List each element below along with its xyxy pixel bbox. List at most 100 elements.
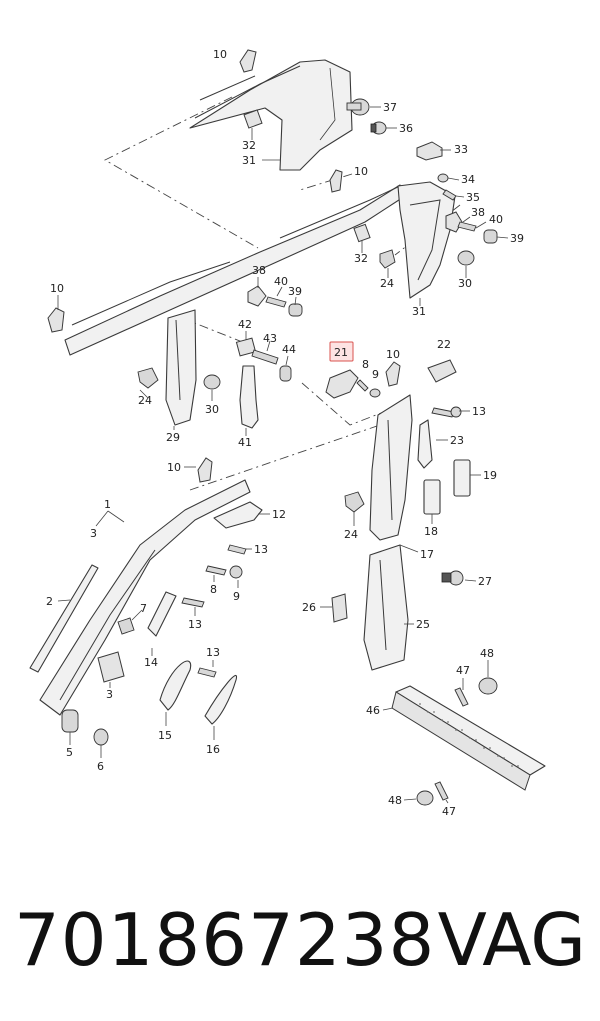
screw-8-upper bbox=[356, 379, 369, 392]
washer-6 bbox=[93, 728, 109, 746]
part-number: 701867238 bbox=[14, 898, 436, 982]
callout-9-upper: 9 bbox=[372, 368, 379, 381]
callout-13-bottom: 13 bbox=[206, 646, 220, 659]
callout-37: 37 bbox=[383, 101, 397, 114]
clip-7 bbox=[117, 617, 135, 635]
callout-7: 7 bbox=[140, 602, 147, 615]
clip-27 bbox=[441, 570, 464, 586]
callout-24-left: 24 bbox=[138, 394, 152, 407]
trim-end-22 bbox=[427, 359, 457, 383]
callout-15: 15 bbox=[158, 729, 172, 742]
clip-48-upper bbox=[478, 677, 498, 695]
belt-cover-41 bbox=[239, 365, 259, 429]
screw-8-lower bbox=[205, 565, 227, 576]
trim-clip-37 bbox=[346, 98, 370, 116]
bracket-21 bbox=[325, 369, 359, 399]
callout-21: 21 bbox=[334, 346, 348, 359]
grab-handle-15 bbox=[159, 660, 192, 711]
cap-30-upper bbox=[457, 250, 475, 266]
callout-48-lower: 48 bbox=[388, 794, 402, 807]
callout-47-lower: 47 bbox=[442, 805, 456, 818]
screw-13-bottom bbox=[197, 667, 217, 678]
clip-9-lower bbox=[229, 565, 243, 579]
b-pillar-bottom-trim bbox=[363, 544, 409, 671]
callout-19: 19 bbox=[483, 469, 497, 482]
bolt-43 bbox=[251, 349, 279, 365]
callout-18: 18 bbox=[424, 525, 438, 538]
callout-35: 35 bbox=[466, 191, 480, 204]
clip-34 bbox=[437, 173, 449, 183]
callout-13-a-pillar: 13 bbox=[254, 543, 268, 556]
callout-39-upper: 39 bbox=[510, 232, 524, 245]
callout-25: 25 bbox=[416, 618, 430, 631]
cap-38-left bbox=[247, 285, 267, 307]
callout-38-upper: 38 bbox=[471, 206, 485, 219]
callout-13-lower: 13 bbox=[188, 618, 202, 631]
clip-10-c-pillar bbox=[329, 169, 343, 193]
callout-3-lower: 3 bbox=[106, 688, 113, 701]
callout-1: 1 bbox=[104, 498, 111, 511]
screw-35 bbox=[442, 189, 457, 201]
cover-18 bbox=[423, 479, 441, 515]
callout-17: 17 bbox=[420, 548, 434, 561]
callout-41: 41 bbox=[238, 436, 252, 449]
handle-14 bbox=[147, 591, 177, 637]
clip-48-lower bbox=[416, 790, 434, 806]
callout-2: 2 bbox=[46, 595, 53, 608]
callout-43: 43 bbox=[263, 332, 277, 345]
highlight-box-21 bbox=[329, 341, 354, 362]
grab-handle-16 bbox=[204, 674, 238, 725]
callout-36: 36 bbox=[399, 122, 413, 135]
callout-30-left: 30 bbox=[205, 403, 219, 416]
clip-24-lower bbox=[344, 491, 365, 513]
callout-13-b-pillar: 13 bbox=[472, 405, 486, 418]
b-pillar-upper-trim bbox=[165, 309, 197, 426]
roof-rail-trim bbox=[64, 184, 403, 356]
cover-39-left bbox=[288, 303, 303, 317]
sill-trim-46 bbox=[391, 685, 546, 791]
callout-14: 14 bbox=[144, 656, 158, 669]
callout-30-upper: 30 bbox=[458, 277, 472, 290]
callout-10-top: 10 bbox=[213, 48, 227, 61]
grab-handle-23 bbox=[417, 419, 433, 469]
callout-32-lower: 32 bbox=[354, 252, 368, 265]
seal-strip-2 bbox=[29, 564, 99, 673]
callout-38-left: 38 bbox=[252, 264, 266, 277]
callout-47-upper: 47 bbox=[456, 664, 470, 677]
c-pillar-upper-trim bbox=[189, 59, 353, 171]
clip-10-mid bbox=[385, 361, 401, 387]
bracket-3 bbox=[97, 651, 125, 683]
cover-19 bbox=[453, 459, 471, 497]
callout-34: 34 bbox=[461, 173, 475, 186]
screw-40-upper bbox=[457, 221, 477, 232]
callout-44: 44 bbox=[282, 343, 296, 356]
callout-31-lower: 31 bbox=[412, 305, 426, 318]
callout-31-upper: 31 bbox=[242, 154, 256, 167]
callout-40-left: 40 bbox=[274, 275, 288, 288]
cap-44 bbox=[279, 365, 292, 382]
clip-26 bbox=[331, 593, 348, 623]
parts-diagram: 37 36 32 31 10 33 10 34 35 38 40 39 32 2… bbox=[29, 48, 546, 818]
clip-9-upper bbox=[369, 388, 381, 398]
callout-29: 29 bbox=[166, 431, 180, 444]
callout-22: 22 bbox=[437, 338, 451, 351]
b-pillar-lower-trim bbox=[369, 394, 413, 541]
callout-24-upper: 24 bbox=[380, 277, 394, 290]
leader-lines bbox=[57, 106, 509, 804]
callout-39-left: 39 bbox=[288, 285, 302, 298]
screw-47-upper bbox=[454, 687, 469, 707]
callout-24-lower: 24 bbox=[344, 528, 358, 541]
clip-10-a-pillar bbox=[197, 457, 213, 483]
cap-30-left bbox=[203, 374, 221, 390]
c-pillar-lower-trim bbox=[353, 181, 456, 299]
belt-guide-42 bbox=[235, 337, 257, 357]
callout-42: 42 bbox=[238, 318, 252, 331]
callout-46: 46 bbox=[366, 704, 380, 717]
screw-47-lower bbox=[434, 781, 449, 801]
callout-33: 33 bbox=[454, 143, 468, 156]
clip-10-top bbox=[239, 49, 257, 73]
callout-16: 16 bbox=[206, 743, 220, 756]
bracket-33 bbox=[416, 141, 443, 161]
screw-13-a-pillar bbox=[227, 544, 247, 555]
callout-10-mid: 10 bbox=[386, 348, 400, 361]
